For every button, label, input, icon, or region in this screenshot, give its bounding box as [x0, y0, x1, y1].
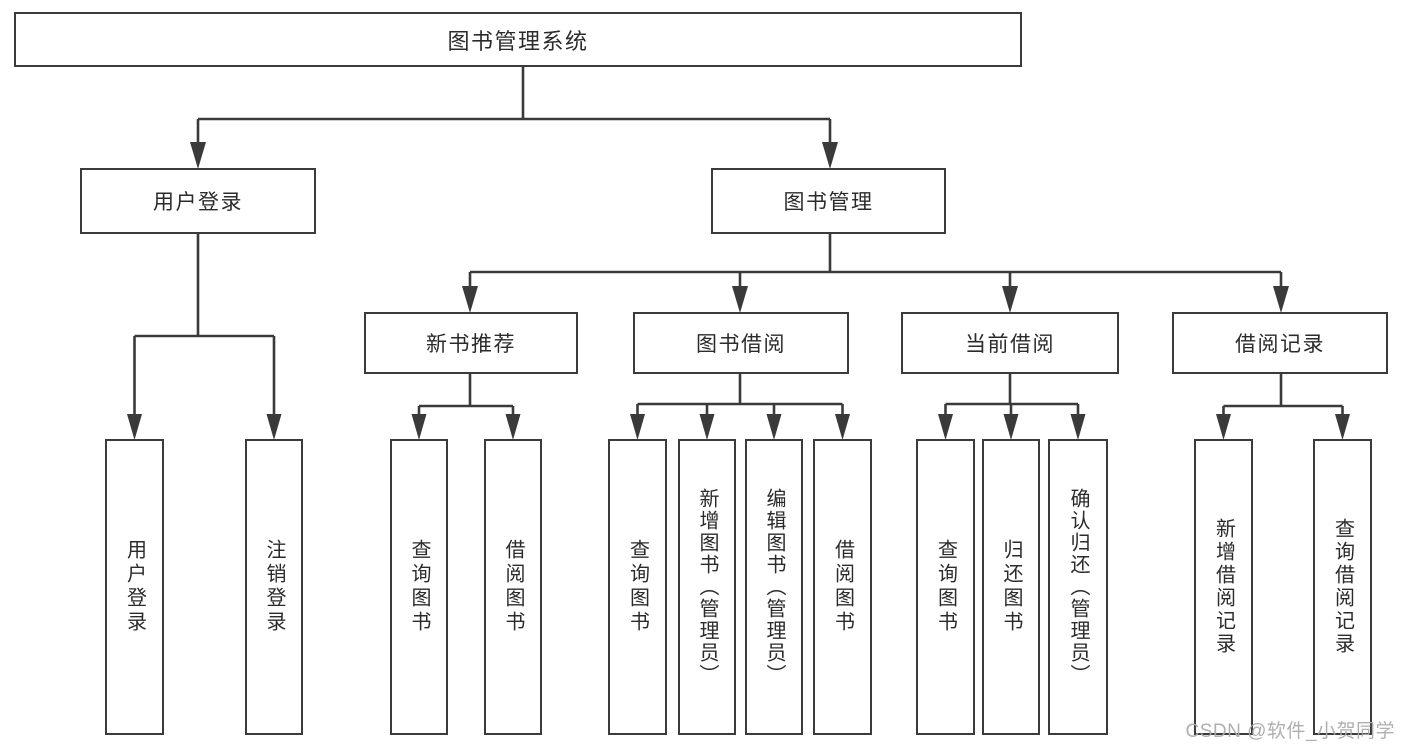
connector-user-login-to-leaves	[127, 234, 282, 440]
leaf-query-borrow-record: 查询借阅记录	[1313, 439, 1372, 735]
leaf-confirm-return-admin: 确认归还（管理员）	[1048, 439, 1108, 735]
leaf-borrow-books: 借阅图书	[813, 439, 872, 735]
connector-borrow-record-to-leaves	[1216, 374, 1350, 440]
connector-new-book-to-leaves	[411, 374, 521, 440]
node-new-book-recommend: 新书推荐	[364, 312, 578, 374]
node-current-borrowing: 当前借阅	[901, 312, 1119, 374]
connector-book-borrow-to-leaves	[630, 374, 850, 440]
node-user-login: 用户登录	[80, 168, 316, 234]
node-root-library-system: 图书管理系统	[14, 12, 1022, 67]
node-borrowing-records: 借阅记录	[1172, 312, 1388, 374]
leaf-edit-books-admin: 编辑图书（管理员）	[745, 439, 803, 735]
leaf-add-borrow-record: 新增借阅记录	[1194, 439, 1253, 735]
leaf-borrow-books-recommend: 借阅图书	[484, 439, 542, 735]
leaf-add-books-admin: 新增图书（管理员）	[678, 439, 736, 735]
csdn-watermark: CSDN @软件_小贺同学	[1185, 721, 1395, 742]
node-book-management: 图书管理	[711, 168, 946, 234]
connector-book-mgmt-to-level3	[462, 234, 1289, 313]
leaf-query-books-borrowing: 查询图书	[608, 439, 667, 735]
connector-root-to-level2	[190, 67, 838, 169]
node-book-borrowing: 图书借阅	[633, 312, 849, 374]
leaf-return-books: 归还图书	[982, 439, 1040, 735]
leaf-query-books-recommend: 查询图书	[390, 439, 448, 735]
leaf-user-login: 用户登录	[105, 439, 164, 735]
leaf-query-books-current: 查询图书	[916, 439, 975, 735]
connector-current-borrow-to-leaves	[938, 374, 1086, 440]
leaf-logout: 注销登录	[245, 439, 303, 735]
